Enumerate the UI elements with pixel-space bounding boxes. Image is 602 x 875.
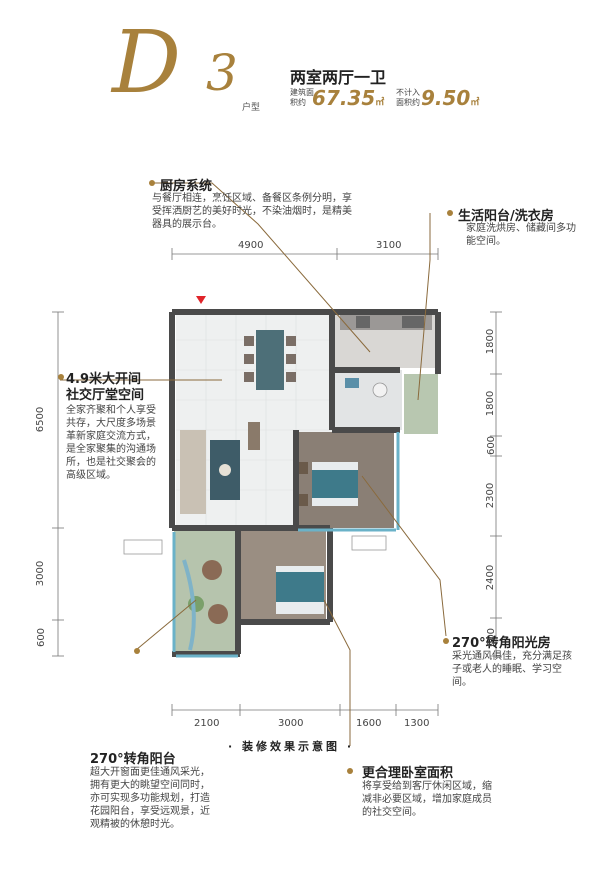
laundry-title: 生活阳台/洗衣房 bbox=[458, 209, 554, 224]
excluded-area-label: 不计入面积约 bbox=[396, 88, 420, 107]
layout-name: 两室两厅一卫 bbox=[290, 68, 387, 87]
leader-lines bbox=[60, 182, 447, 746]
dim-left-2: 3000 bbox=[35, 560, 47, 587]
windows bbox=[172, 432, 400, 658]
dim-right-4: 2300 bbox=[485, 482, 497, 509]
dining-chairs bbox=[244, 336, 296, 382]
laundry-desc: 家庭洗烘房、储藏间多功能空间。 bbox=[466, 223, 576, 247]
bedroom-desc: 将享受给到客厅休闲区域，缩减非必要区域，增加家庭成员的社交空间。 bbox=[362, 781, 492, 818]
balcony-title: 270°转角阳台 bbox=[90, 752, 176, 767]
dim-top-1: 4900 bbox=[238, 240, 264, 251]
unit-letter: D bbox=[112, 13, 181, 113]
balcony-desc: 超大开窗面更佳通风采光，拥有更大的眺望空间同时，亦可实现多功能规划，打造花园阳台… bbox=[90, 767, 210, 830]
living-title-1: 4.9米大开间 bbox=[66, 372, 142, 387]
sunroom-title: 270°转角阳光房 bbox=[452, 636, 551, 651]
dim-right-6: 600 bbox=[486, 627, 498, 648]
entry-marker bbox=[196, 296, 206, 304]
walls bbox=[169, 309, 441, 657]
unit-type-label: 户型 bbox=[242, 103, 261, 113]
dim-left-3: 600 bbox=[36, 627, 48, 648]
corner-balcony bbox=[174, 530, 238, 654]
excluded-area-value: 9.50㎡ bbox=[421, 86, 480, 110]
caption: · 装修效果示意图 · bbox=[228, 740, 355, 753]
dim-right-3: 600 bbox=[486, 435, 498, 456]
living-title-2: 社交厅堂空间 bbox=[66, 388, 145, 403]
unit-number: 3 bbox=[206, 44, 238, 102]
kitchen-title: 厨房系统 bbox=[160, 179, 213, 194]
sunroom-desc: 采光通风俱佳，充分满足孩子或老人的睡眠、学习空间。 bbox=[452, 651, 572, 688]
laundry-dot bbox=[447, 210, 453, 216]
tv-cabinet bbox=[248, 422, 260, 450]
sofa bbox=[180, 430, 206, 514]
dim-right-5: 2400 bbox=[485, 564, 497, 591]
dim-left-1: 6500 bbox=[35, 406, 47, 433]
dim-top-2: 3100 bbox=[376, 240, 402, 251]
dim-bottom-3: 1600 bbox=[356, 718, 382, 729]
kitchen-dot bbox=[149, 180, 155, 186]
dim-right-2: 1800 bbox=[485, 390, 497, 417]
dim-bottom-2: 3000 bbox=[278, 718, 304, 729]
built-area-label: 建筑面积约 bbox=[290, 88, 314, 107]
dim-bottom-4: 1300 bbox=[404, 718, 430, 729]
dimension-lines bbox=[52, 248, 502, 716]
balcony-dot bbox=[134, 648, 140, 654]
dim-right-1: 1800 bbox=[485, 328, 497, 355]
bathroom-floor bbox=[332, 370, 402, 430]
bedroom-dot bbox=[347, 768, 353, 774]
living-dot bbox=[58, 374, 64, 380]
living-desc: 全家齐聚和个人享受共存，大尺度多场景革新家庭交流方式，是全家聚集的沟通场所，也是… bbox=[66, 405, 156, 481]
sunroom-dot bbox=[443, 638, 449, 644]
built-area-value: 67.35㎡ bbox=[312, 86, 385, 110]
dim-bottom-1: 2100 bbox=[194, 718, 220, 729]
laundry-balcony bbox=[404, 374, 438, 434]
bedroom-title: 更合理卧室面积 bbox=[362, 766, 454, 781]
dining-table bbox=[256, 330, 284, 390]
kitchen-desc: 与餐厅相连，烹饪区域、备餐区条例分明，享受挥洒厨艺的美好时光，不染油烟时，是精美… bbox=[152, 193, 352, 230]
